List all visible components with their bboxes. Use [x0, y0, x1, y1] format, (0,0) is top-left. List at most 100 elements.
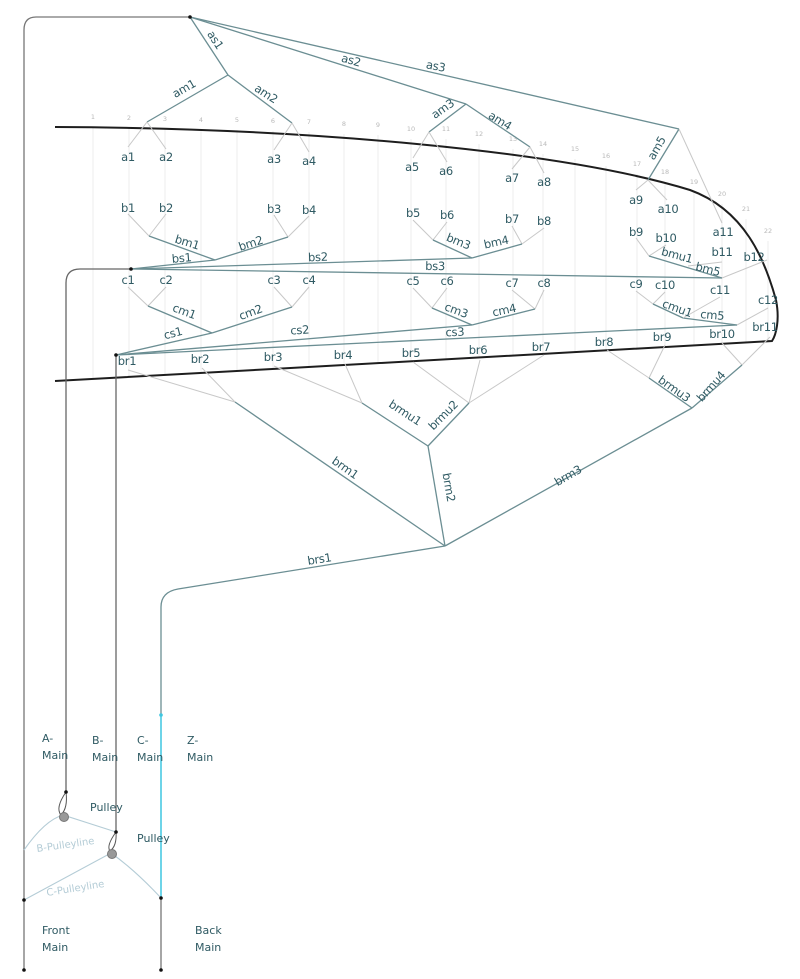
cascade-line[interactable]: [127, 369, 236, 403]
rib-number: 3: [163, 115, 167, 123]
cascade-line[interactable]: [361, 402, 429, 447]
cascade-line[interactable]: [115, 324, 473, 356]
cascade-line[interactable]: [287, 215, 310, 238]
cascade-line[interactable]: [465, 103, 531, 148]
cascade-line[interactable]: [736, 307, 769, 326]
cascade-line[interactable]: [130, 259, 216, 270]
cascade-line[interactable]: [273, 286, 293, 308]
cascade-line[interactable]: [147, 286, 167, 307]
rib-number: 10: [407, 125, 415, 133]
cascade-line[interactable]: [227, 74, 293, 124]
attachment-label-a3: a3: [267, 152, 281, 166]
cascade-line[interactable]: [721, 259, 768, 279]
cascade-line[interactable]: [146, 74, 229, 123]
cascade-line[interactable]: [511, 289, 536, 310]
cascade-line[interactable]: [468, 354, 545, 404]
cascade-line[interactable]: [529, 146, 545, 174]
attachment-label-br1: br1: [118, 354, 136, 368]
cascade-line[interactable]: [273, 122, 293, 151]
cascade-line[interactable]: [511, 225, 523, 245]
a-pulley-icon: [59, 812, 69, 822]
attachment-label-a10: a10: [658, 202, 679, 216]
cascade-line[interactable]: [412, 361, 470, 404]
cascade-line[interactable]: [428, 131, 448, 163]
cascade-line[interactable]: [444, 407, 693, 547]
cascade-line[interactable]: [431, 287, 448, 309]
cascade-line[interactable]: [412, 131, 430, 159]
cascade-line[interactable]: [115, 332, 213, 356]
attachment-label-b10: b10: [655, 231, 676, 245]
cascade-line[interactable]: [471, 308, 536, 326]
cascade-line[interactable]: [606, 349, 650, 379]
cascade-line[interactable]: [148, 235, 216, 261]
cascade-line[interactable]: [648, 377, 693, 409]
cascade-line[interactable]: [130, 268, 723, 279]
cascade-line[interactable]: [635, 237, 650, 257]
attachment-label-c12: c12: [758, 293, 778, 307]
attachment-label-br10: br10: [709, 327, 734, 341]
cascade-line[interactable]: [721, 342, 743, 366]
cascade-line[interactable]: [468, 359, 481, 404]
cascade-line[interactable]: [432, 239, 473, 259]
cascade-line[interactable]: [189, 16, 467, 105]
cascade-line[interactable]: [691, 364, 743, 409]
cascade-line[interactable]: [127, 213, 150, 237]
cascade-line[interactable]: [534, 289, 545, 310]
cascade-line[interactable]: [471, 243, 523, 259]
cascade-line[interactable]: [652, 291, 666, 305]
cascade-line[interactable]: [130, 257, 473, 270]
cascade-line[interactable]: [127, 121, 148, 148]
cascade-line[interactable]: [648, 255, 723, 279]
cascade-line[interactable]: [678, 128, 723, 224]
cascade-line[interactable]: [412, 287, 433, 309]
cascade-line[interactable]: [428, 103, 467, 133]
c-pulleyline[interactable]: [23, 852, 162, 901]
cascade-line[interactable]: [427, 402, 470, 447]
cascade-line[interactable]: [115, 324, 738, 356]
cascade-line[interactable]: [647, 179, 668, 201]
z-main-label-2: Main: [187, 751, 213, 764]
cascade-line[interactable]: [273, 365, 363, 404]
cascade-line[interactable]: [201, 367, 236, 403]
wing-outline: [54, 126, 779, 382]
cascade-line[interactable]: [211, 306, 293, 334]
cascade-line[interactable]: [146, 121, 167, 150]
cascade-line[interactable]: [635, 179, 649, 191]
cascade-line[interactable]: [431, 307, 473, 326]
cascade-line[interactable]: [189, 16, 229, 76]
cascade-line[interactable]: [511, 146, 531, 170]
attachment-label-br9: br9: [653, 330, 671, 344]
line-label-bm4: bm4: [483, 233, 510, 252]
cascade-line[interactable]: [741, 336, 771, 366]
cascade-line[interactable]: [647, 128, 680, 181]
cascade-line[interactable]: [127, 286, 149, 307]
cascade-line[interactable]: [682, 317, 738, 326]
cascade-line[interactable]: [234, 401, 446, 547]
c-main-riser[interactable]: [160, 545, 446, 715]
attachment-label-br8: br8: [595, 335, 613, 349]
cascade-line[interactable]: [648, 344, 666, 379]
cascade-line[interactable]: [291, 122, 310, 153]
attachment-label-b4: b4: [302, 203, 316, 217]
cascade-line[interactable]: [291, 286, 310, 308]
cascade-line[interactable]: [635, 290, 654, 305]
cascade-line[interactable]: [427, 445, 446, 547]
cascade-line[interactable]: [273, 214, 289, 238]
cascade-line[interactable]: [148, 213, 167, 237]
cascade-line[interactable]: [214, 236, 289, 261]
cascade-line[interactable]: [521, 227, 545, 245]
attachment-label-c7: c7: [505, 276, 518, 290]
a-main-riser[interactable]: [65, 268, 131, 792]
cascade-line[interactable]: [432, 221, 448, 241]
junction-dots: [22, 15, 192, 972]
cascade-line[interactable]: [344, 363, 363, 404]
cascade-line[interactable]: [687, 261, 723, 267]
cascade-line[interactable]: [652, 303, 684, 319]
cascade-line[interactable]: [147, 305, 213, 334]
front-main-riser[interactable]: [23, 16, 190, 970]
cascade-line[interactable]: [648, 244, 667, 257]
cascade-line[interactable]: [682, 296, 721, 319]
cascade-line[interactable]: [189, 16, 680, 130]
line-label-cm5: cm5: [700, 307, 725, 323]
cascade-line[interactable]: [412, 219, 434, 241]
